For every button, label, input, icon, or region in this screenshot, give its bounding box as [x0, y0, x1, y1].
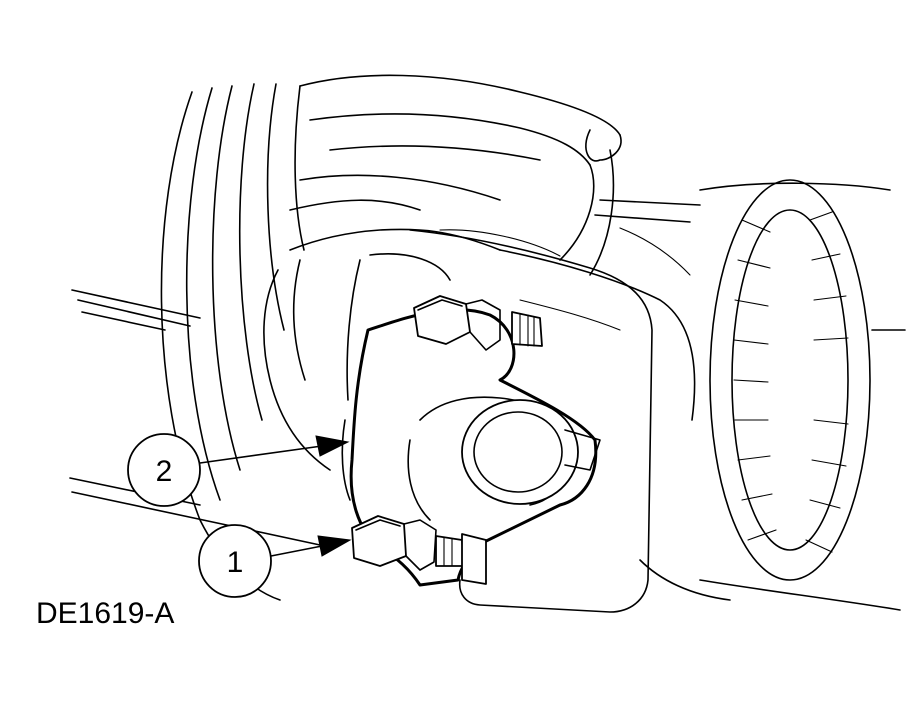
callout-1-leader	[270, 545, 323, 557]
upper-bolt	[413, 295, 543, 351]
mounting-plate	[341, 229, 653, 613]
callout-2: 2	[127, 433, 350, 507]
callout-1-arrowhead	[317, 535, 352, 557]
callout-2-leader	[199, 445, 323, 464]
callout-1-circle	[198, 524, 272, 598]
bracket	[349, 308, 601, 587]
figure-id-label: DE1619-A	[36, 597, 175, 630]
brake-drum	[699, 179, 906, 611]
tire-arcs	[160, 83, 305, 601]
callout-1-number: 1	[227, 546, 244, 579]
lower-bolt	[351, 515, 487, 585]
callout-2-number: 2	[156, 455, 173, 488]
callout-1: 1	[198, 524, 352, 598]
callout-2-circle	[127, 433, 201, 507]
callout-2-arrowhead	[315, 435, 350, 457]
upper-link	[289, 74, 622, 276]
